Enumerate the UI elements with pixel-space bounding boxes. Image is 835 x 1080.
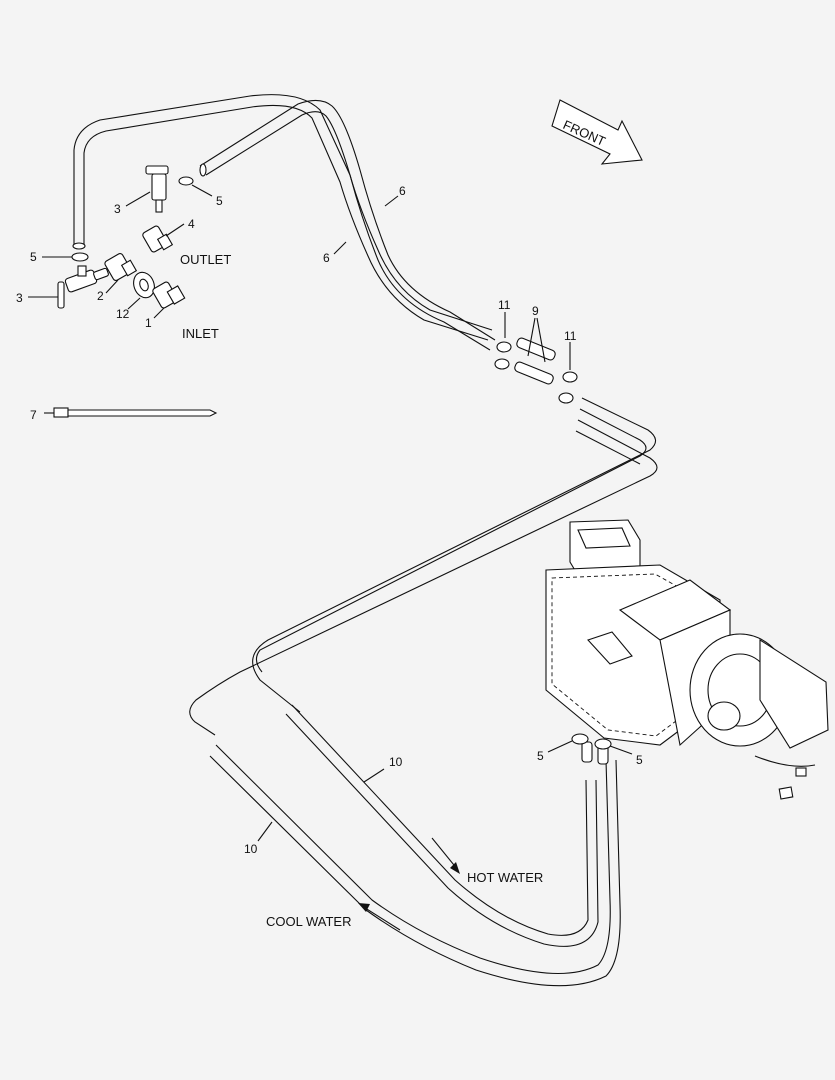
hose-end xyxy=(199,163,207,177)
valve-lower xyxy=(57,252,109,309)
callout-5-left: 5 xyxy=(30,250,37,264)
fitting-1 xyxy=(152,281,186,309)
clamp-11-right xyxy=(558,371,578,404)
connector-9 xyxy=(514,337,556,385)
callout-3-lower: 3 xyxy=(16,291,23,305)
callout-11-left: 11 xyxy=(498,298,511,312)
fitting-4 xyxy=(142,225,174,253)
hose-6-upper-right xyxy=(199,99,496,351)
cool-water-label: COOL WATER xyxy=(266,914,351,929)
callout-5-heater-left: 5 xyxy=(537,749,544,763)
callout-10-upper: 10 xyxy=(389,755,403,769)
hose-end xyxy=(72,242,86,250)
clamp-5-heater-left xyxy=(571,733,589,745)
clamp-11-left xyxy=(494,341,512,370)
callout-numbers: 3 5 4 5 3 2 12 1 7 6 6 11 9 11 5 5 10 10 xyxy=(16,184,643,856)
cable-tie-7 xyxy=(53,407,218,418)
callout-7: 7 xyxy=(30,408,37,422)
inlet-label: INLET xyxy=(182,326,219,341)
fitting-2 xyxy=(104,253,138,281)
hot-water-label: HOT WATER xyxy=(467,870,543,885)
clamp-5-left xyxy=(71,252,89,262)
clamp-5-heater-right xyxy=(594,738,612,750)
clamp-5-upper xyxy=(178,176,194,186)
outlet-label: OUTLET xyxy=(180,252,231,267)
cool-water-arrow xyxy=(358,903,401,931)
leader-lines xyxy=(28,184,633,842)
callout-4: 4 xyxy=(188,217,195,231)
heater-unit xyxy=(545,519,829,800)
front-arrow: FRONT xyxy=(551,99,643,165)
hose-10-route xyxy=(189,397,658,987)
callout-9: 9 xyxy=(532,304,539,318)
washer-12 xyxy=(133,271,155,299)
callout-5-heater-right: 5 xyxy=(636,753,643,767)
callout-6-lower: 6 xyxy=(323,251,330,265)
callout-3-upper: 3 xyxy=(114,202,121,216)
callout-2: 2 xyxy=(97,289,104,303)
callout-5-upper: 5 xyxy=(216,194,223,208)
callout-11-right: 11 xyxy=(564,329,577,343)
callout-1: 1 xyxy=(145,316,152,330)
hot-water-arrow xyxy=(431,837,460,874)
callout-12: 12 xyxy=(116,307,130,321)
hose-6-upper-left xyxy=(72,94,493,341)
callout-10-lower: 10 xyxy=(244,842,258,856)
callout-6-upper: 6 xyxy=(399,184,406,198)
valve-upper xyxy=(145,165,194,213)
